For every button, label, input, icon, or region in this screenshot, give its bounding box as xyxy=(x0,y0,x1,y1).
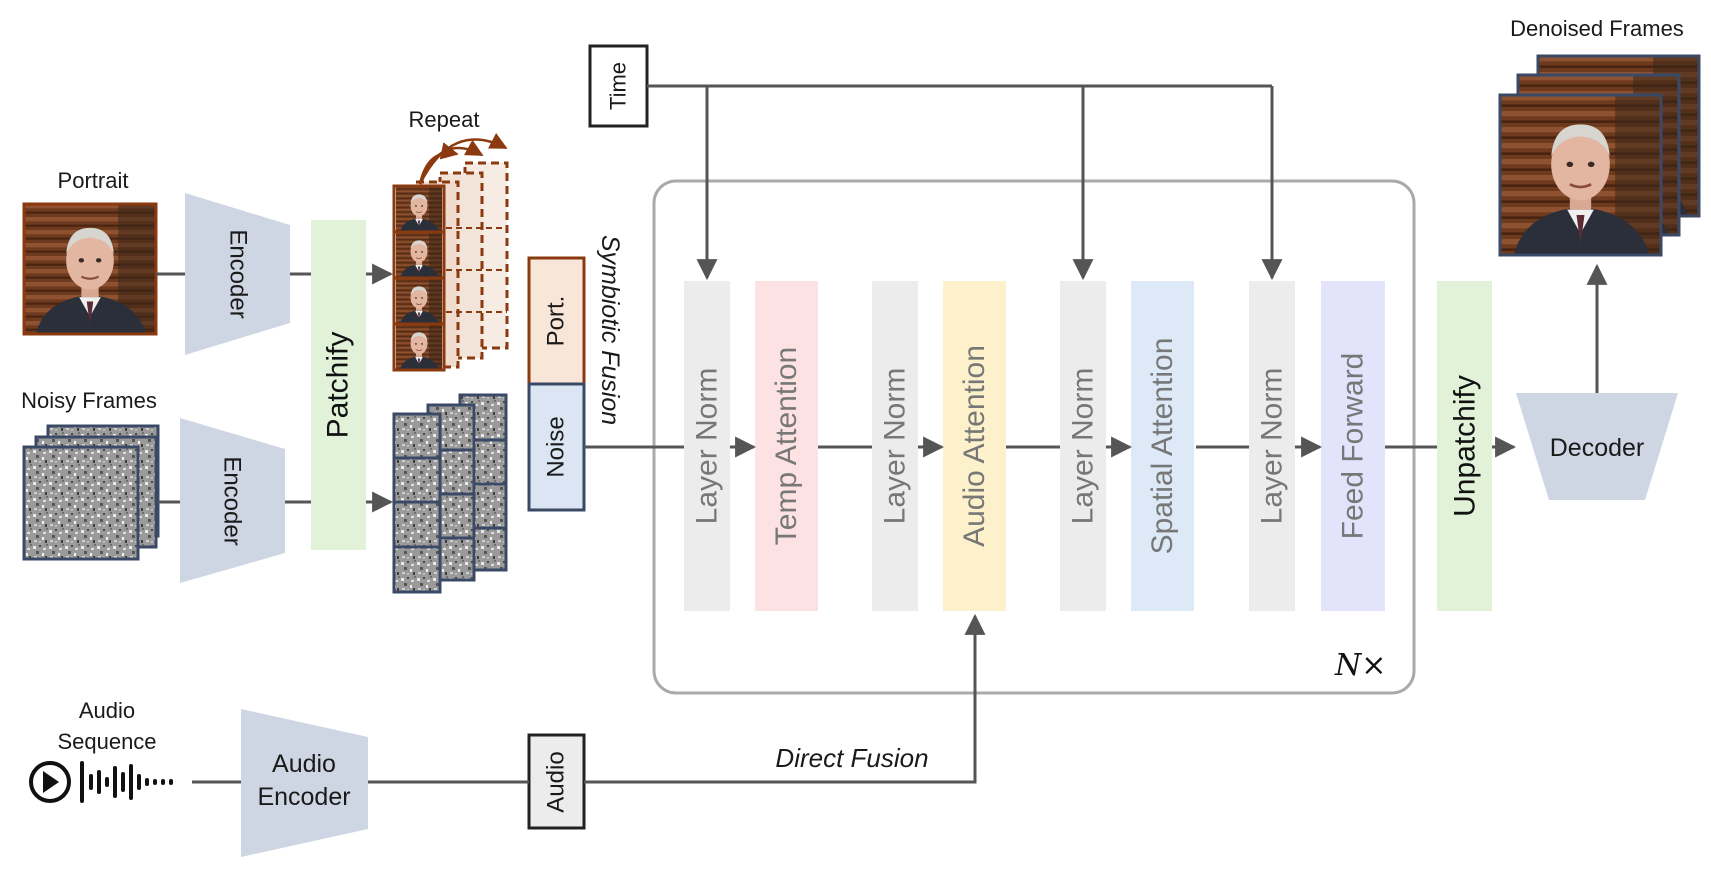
play-icon xyxy=(29,761,71,803)
svg-text:Audio: Audio xyxy=(543,751,570,812)
audio-sequence-label-2: Sequence xyxy=(57,729,156,754)
svg-text:Time: Time xyxy=(606,62,631,110)
layer-label: Layer Norm xyxy=(1256,368,1289,525)
denoised-frames-label: Denoised Frames xyxy=(1510,16,1684,41)
time-connectors xyxy=(647,84,1283,281)
portrait-image xyxy=(22,202,158,336)
audio-sequence-label-1: Audio xyxy=(79,698,135,723)
layer-label: Audio Attention xyxy=(958,345,991,547)
layer-label: Layer Norm xyxy=(1067,368,1100,525)
layer-layer-norm-1: Layer Norm xyxy=(684,281,730,611)
layer-feed-forward-8: Feed Forward xyxy=(1321,281,1385,611)
portrait-label: Portrait xyxy=(58,168,129,193)
layer-label: Spatial Attention xyxy=(1146,338,1179,555)
time-token: Time xyxy=(588,44,649,128)
unpatchify-block: Unpatchify xyxy=(1437,281,1492,611)
svg-text:Audio: Audio xyxy=(272,750,336,778)
noise-patches xyxy=(392,393,508,594)
svg-text:Encoder: Encoder xyxy=(219,456,246,545)
noisy-frames-stack xyxy=(22,424,160,561)
repeat-count-label: N× xyxy=(1334,648,1386,683)
transformer-block xyxy=(652,179,1416,695)
layer-label: Temp Attention xyxy=(770,347,803,545)
repeat-label: Repeat xyxy=(409,107,480,132)
patchify-block: Patchify xyxy=(311,220,366,550)
svg-text:Port.: Port. xyxy=(543,296,570,347)
layer-label: Layer Norm xyxy=(879,368,912,525)
direct-fusion-label: Direct Fusion xyxy=(775,743,928,773)
decoder: Decoder xyxy=(1516,393,1678,500)
symbiotic-fusion-label: Symbiotic Fusion xyxy=(596,235,624,425)
portrait-encoder: Encoder xyxy=(185,193,290,355)
layer-audio-attention-4: Audio Attention xyxy=(943,281,1006,611)
svg-text:Noise: Noise xyxy=(543,416,570,477)
repeated-portrait-patches xyxy=(392,132,509,372)
noise-token: Noise xyxy=(527,382,586,512)
audio-token: Audio xyxy=(527,733,586,830)
audio-encoder: Audio Encoder xyxy=(241,709,368,857)
svg-text:Encoder: Encoder xyxy=(225,229,252,318)
noisy-frames-label: Noisy Frames xyxy=(21,388,157,413)
svg-text:Unpatchify: Unpatchify xyxy=(1449,375,1482,517)
layer-layer-norm-5: Layer Norm xyxy=(1060,281,1106,611)
layer-layer-norm-7: Layer Norm xyxy=(1249,281,1295,611)
denoised-frames-stack xyxy=(1498,54,1701,257)
layer-label: Layer Norm xyxy=(691,368,724,525)
transformer-layers: Layer Norm Temp Attention Layer Norm Audio … xyxy=(684,281,1385,611)
portrait-token: Port. xyxy=(527,256,586,386)
layer-spatial-attention-6: Spatial Attention xyxy=(1131,281,1194,611)
layer-label: Feed Forward xyxy=(1337,353,1370,540)
svg-text:Decoder: Decoder xyxy=(1550,434,1645,462)
svg-text:Encoder: Encoder xyxy=(257,783,350,811)
layer-layer-norm-3: Layer Norm xyxy=(872,281,918,611)
waveform-icon xyxy=(80,761,173,803)
noise-encoder: Encoder xyxy=(180,418,285,583)
svg-text:Patchify: Patchify xyxy=(322,332,355,439)
layer-temp-attention-2: Temp Attention xyxy=(755,281,818,611)
audio-connector xyxy=(584,613,986,784)
